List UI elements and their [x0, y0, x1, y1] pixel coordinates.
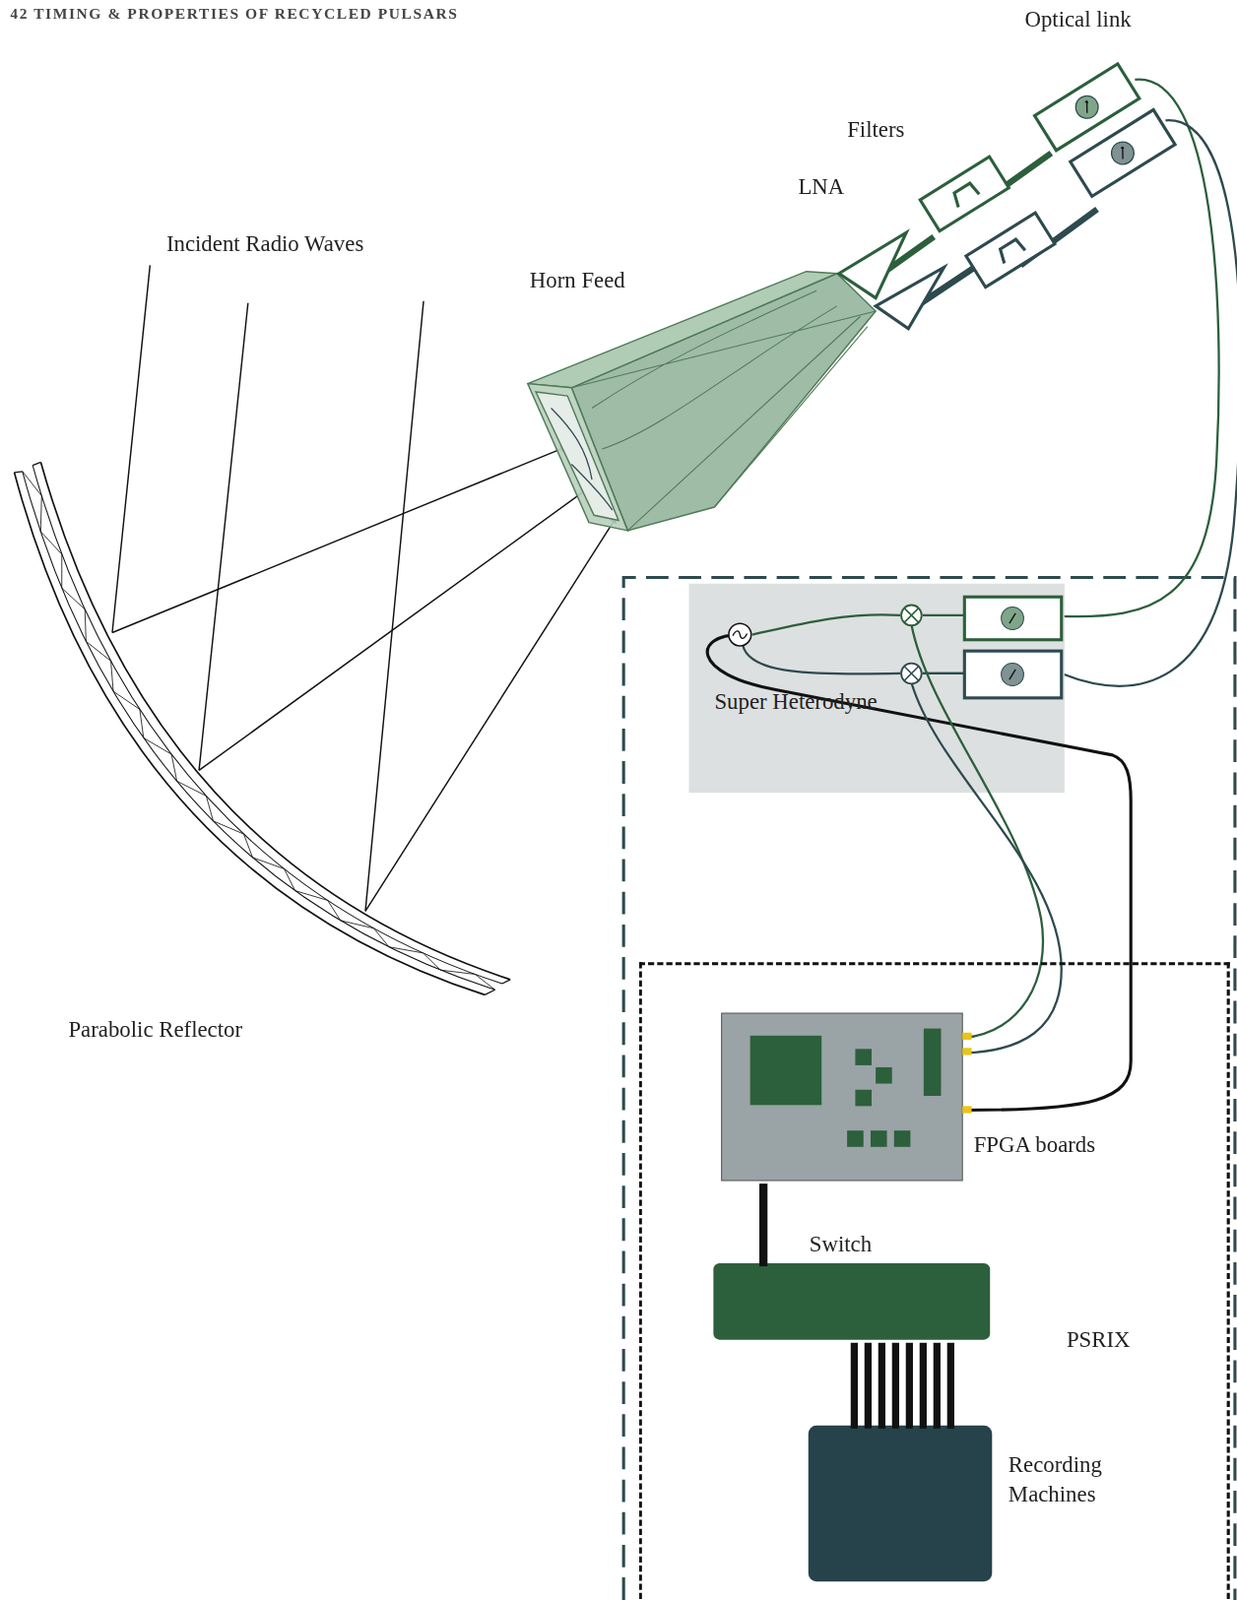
part-label: LNA — [797, 173, 845, 200]
connector-wire — [864, 1343, 872, 1430]
fpga-board — [721, 1013, 973, 1181]
node-label: Switch — [809, 1230, 872, 1260]
connector-wire — [892, 1343, 900, 1430]
fpga-board-box: FPGA boards — [724, 1016, 967, 1184]
switch-body — [713, 1263, 990, 1341]
connector-wire — [906, 1343, 913, 1430]
part-label: Filters — [846, 116, 905, 143]
optical-fibre — [1061, 79, 1220, 618]
psrix-box: PSRIX FPGA boardsSwitchRecording Machines — [639, 962, 1231, 1600]
part-label: Incident Radio Waves — [166, 230, 364, 258]
switch-box: Switch — [716, 1266, 993, 1344]
recording-box: Recording Machines — [811, 1429, 996, 1586]
radio-rays — [112, 264, 618, 912]
page-header: 42 TIMING & PROPERTIES OF RECYCLED PULSA… — [9, 3, 458, 23]
connector-wire — [947, 1343, 955, 1430]
node-label: PSRIX — [1066, 1325, 1131, 1356]
node-label: FPGA boards — [974, 1130, 1097, 1161]
part-label: Horn Feed — [529, 267, 626, 295]
node-label: Super Heterodyne — [714, 687, 888, 717]
superhet-panel — [689, 584, 1065, 793]
part-label: Parabolic Reflector — [67, 1016, 243, 1043]
connector-wire — [850, 1343, 858, 1430]
connector — [763, 1183, 765, 1267]
receiver-enclosure — [623, 578, 1236, 1600]
optical-fibre — [1061, 120, 1237, 686]
reflector-truss — [22, 471, 496, 990]
parabolic-reflector — [14, 461, 512, 995]
connector-wire — [878, 1343, 886, 1430]
connector — [853, 1343, 951, 1430]
connector-wire — [919, 1343, 927, 1430]
connector-wire — [759, 1183, 768, 1267]
superhet-box: Super Heterodyne — [689, 584, 1065, 793]
front-end-chain — [839, 64, 1175, 329]
horn-feed — [527, 271, 876, 531]
recording-machines-body — [808, 1426, 993, 1583]
node-label: Recording Machines — [1008, 1451, 1152, 1510]
connector-wire — [933, 1343, 941, 1430]
part-label: Optical link — [1024, 5, 1131, 33]
